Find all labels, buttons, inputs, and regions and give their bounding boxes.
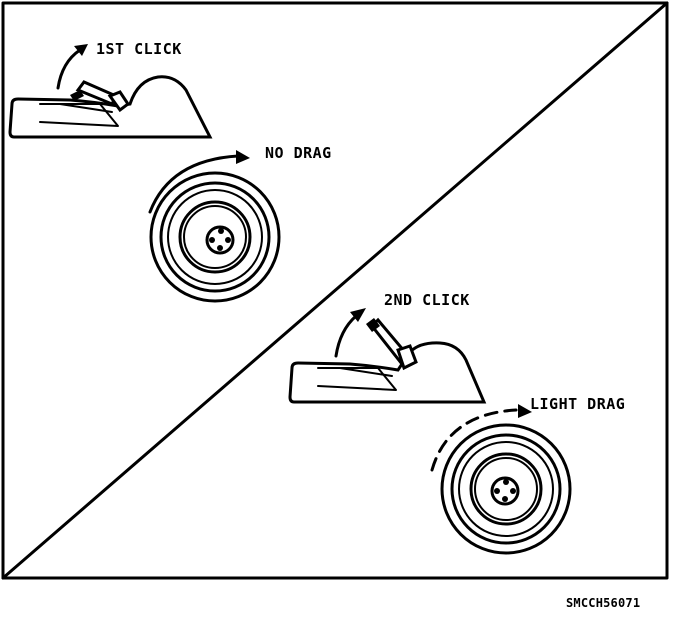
diagram-frame [1, 1, 669, 580]
second-click-label: 2ND CLICK [384, 291, 470, 309]
second-click-arrow [334, 308, 366, 358]
diagonal-divider [1, 1, 669, 580]
first-click-arrow [56, 44, 88, 90]
light-drag-label: LIGHT DRAG [530, 395, 625, 413]
wheel-no-drag [149, 171, 281, 303]
figure-code: SMCCH56071 [566, 596, 640, 610]
no-drag-label: NO DRAG [265, 144, 332, 162]
no-drag-rotation-arrow [148, 150, 250, 214]
first-click-label: 1ST CLICK [96, 40, 182, 58]
second-click-lever-assembly [288, 317, 487, 404]
first-click-lever-assembly [8, 75, 213, 139]
light-drag-rotation-arrow [430, 404, 532, 472]
wheel-light-drag [440, 423, 572, 555]
